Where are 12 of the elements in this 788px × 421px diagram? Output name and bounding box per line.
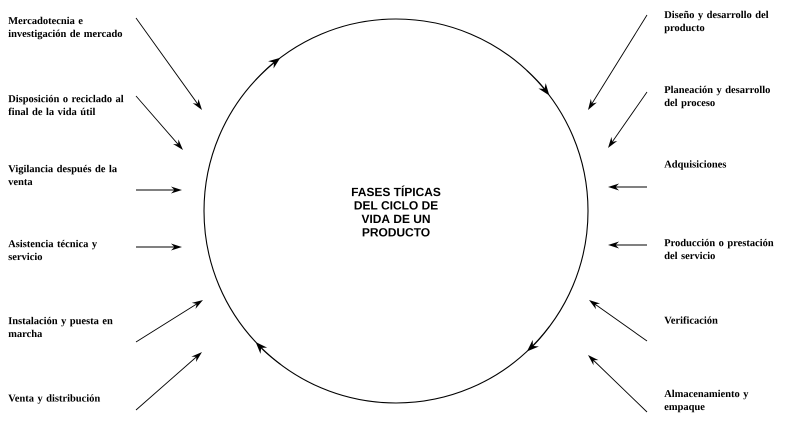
phase-label: Disposición o reciclado al final de la vida útil	[8, 94, 124, 116]
phase-label: Planeación y desarrollo del proceso	[664, 86, 770, 108]
phase-label: Adquisiciones	[664, 160, 726, 170]
phase-label: Asistencia técnica y servicio	[8, 240, 97, 260]
phase-label: Diseño y desarrollo del producto	[664, 10, 768, 34]
phase-label: Almacenamiento y empaque	[664, 390, 748, 412]
phase-label: Mercadotecnia e investigación de mercado	[8, 16, 122, 40]
phase-label: Verificación	[664, 316, 718, 324]
phase-label: Vigilancia después de la venta	[8, 164, 117, 186]
phase-label: Producción o prestación del servicio	[664, 238, 774, 260]
phase-label: Instalación y puesta en marcha	[8, 316, 113, 338]
phase-label: Venta y distribución	[8, 394, 100, 404]
